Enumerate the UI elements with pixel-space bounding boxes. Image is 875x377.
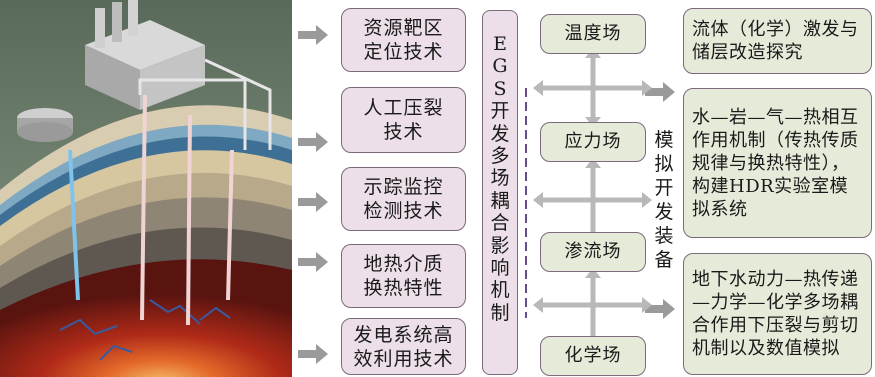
arrow-icon — [645, 82, 675, 102]
tech-label: 地热介质换热特性 — [363, 253, 444, 299]
tech-box-fracturing: 人工压裂技术 — [341, 87, 466, 153]
tech-label: 发电系统高效利用技术 — [353, 323, 454, 370]
field-seepage: 渗流场 — [540, 232, 646, 272]
geothermal-cross-section-illustration — [0, 0, 292, 377]
result-text: 流体（化学）激发与储层改造探究 — [692, 19, 859, 63]
tech-box-power-generation: 发电系统高效利用技术 — [341, 318, 466, 375]
arrow-icon — [645, 299, 675, 319]
result-box-water-rock-gas-heat: 水—岩—气—热相互作用机制（传热传质规律与换热特性），构建HDR实验室模拟系统 — [683, 88, 872, 238]
tech-box-heat-exchange: 地热介质换热特性 — [341, 244, 466, 308]
result-box-fluid-stimulation: 流体（化学）激发与储层改造探究 — [683, 8, 872, 74]
result-text: 水—岩—气—热相互作用机制（传热传质规律与换热特性），构建HDR实验室模拟系统 — [692, 106, 859, 220]
field-chemical: 化学场 — [540, 336, 646, 376]
central-mechanism-column: EGS开发多场耦合影响机制 — [482, 10, 518, 375]
arrow-icon — [298, 252, 328, 272]
tech-label: 人工压裂技术 — [363, 97, 444, 143]
tech-box-resource-target: 资源靶区定位技术 — [341, 8, 466, 72]
simulation-equipment-label: 模拟开发装备 — [654, 129, 674, 271]
field-temperature: 温度场 — [540, 14, 646, 54]
egs-illustration — [0, 0, 292, 377]
arrow-icon — [298, 344, 328, 364]
result-box-multifield-coupling: 地下水动力—热传递—力学—化学多场耦合作用下压裂与剪切机制以及数值模拟 — [683, 253, 872, 375]
arrow-icon — [298, 25, 328, 45]
tech-box-tracer-monitoring: 示踪监控检测技术 — [341, 167, 466, 231]
field-stress: 应力场 — [540, 122, 646, 162]
result-text: 地下水动力—热传递—力学—化学多场耦合作用下压裂与剪切机制以及数值模拟 — [692, 269, 859, 359]
arrow-icon — [298, 132, 328, 152]
tech-label: 示踪监控检测技术 — [363, 176, 444, 222]
arrow-icon — [298, 192, 328, 212]
central-mechanism-label: EGS开发多场耦合影响机制 — [490, 33, 510, 324]
field-connector-arrows — [540, 55, 645, 340]
tech-label: 资源靶区定位技术 — [363, 17, 444, 63]
